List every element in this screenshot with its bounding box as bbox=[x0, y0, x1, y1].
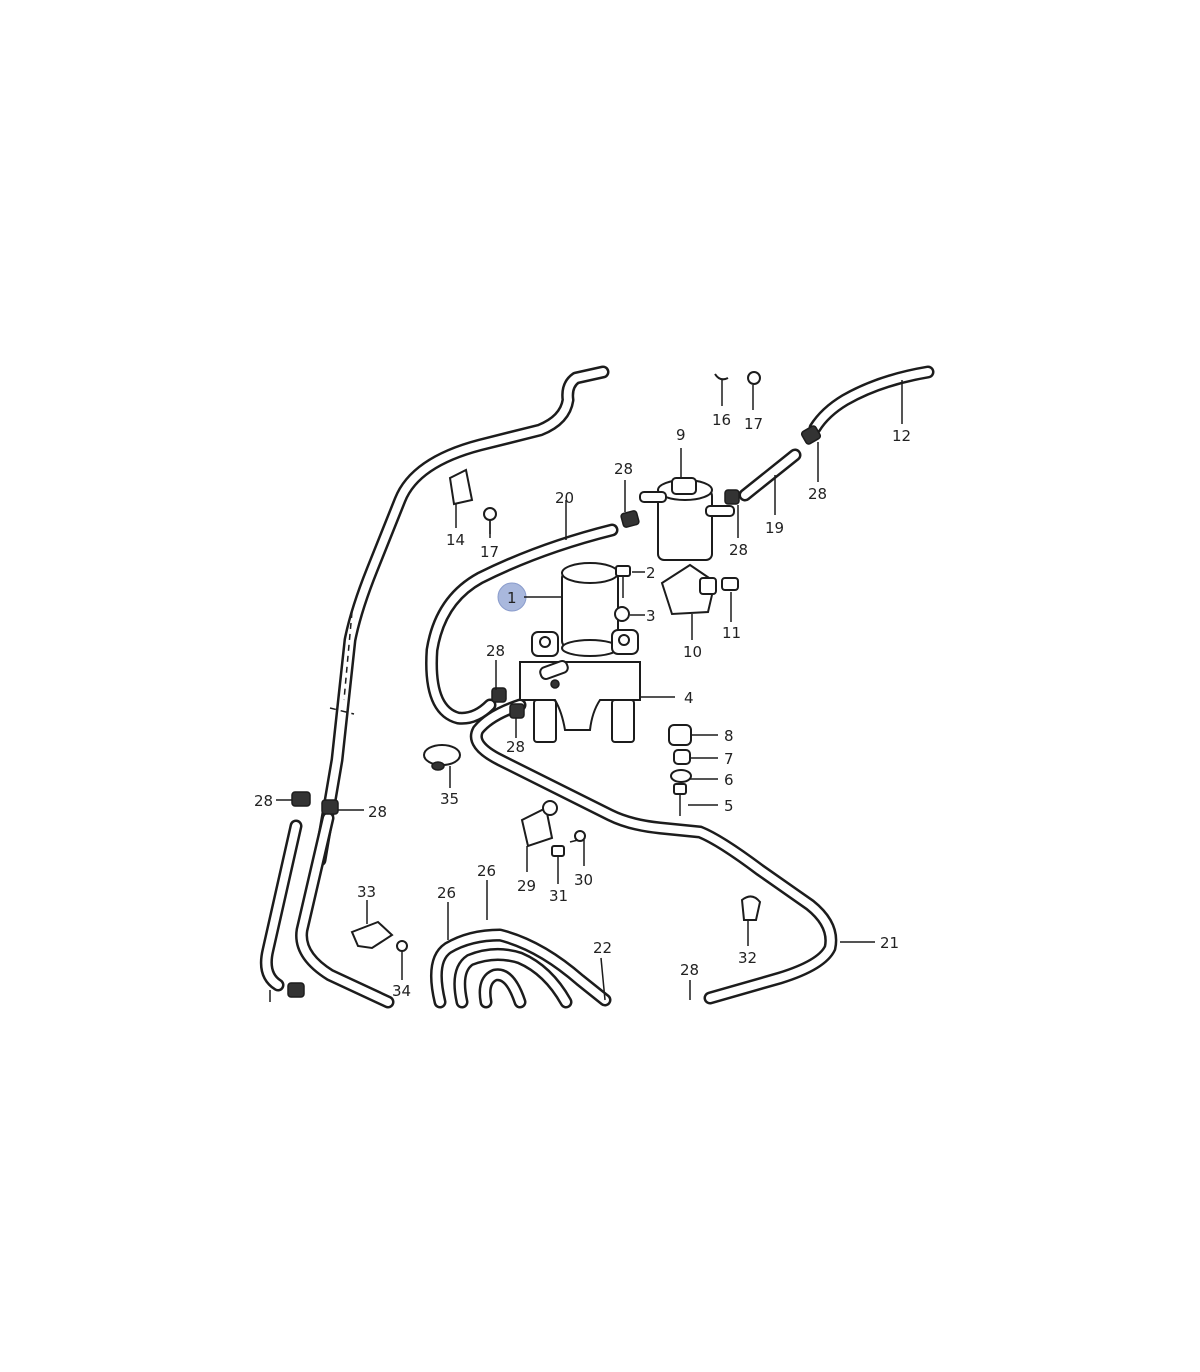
fuel-hoses bbox=[259, 365, 935, 1009]
callout-5: 5 bbox=[724, 797, 734, 815]
callout-16: 16 bbox=[712, 411, 731, 429]
callout-35: 35 bbox=[440, 790, 459, 808]
callout-21: 21 bbox=[880, 934, 899, 952]
callout-28h: 28 bbox=[680, 961, 699, 979]
callout-9: 9 bbox=[676, 426, 686, 444]
part-callouts: 1 2 3 4 8 7 6 5 9 10 11 12 14 16 17 17 1… bbox=[254, 411, 911, 1000]
fasteners bbox=[350, 371, 762, 966]
callout-26b: 26 bbox=[477, 862, 496, 880]
callout-14: 14 bbox=[446, 531, 465, 549]
callout-17a: 17 bbox=[744, 415, 763, 433]
callout-10: 10 bbox=[683, 643, 702, 661]
callout-33: 33 bbox=[357, 883, 376, 901]
callout-29: 29 bbox=[517, 877, 536, 895]
fuel-filter bbox=[639, 477, 735, 616]
callout-31: 31 bbox=[549, 887, 568, 905]
callout-30: 30 bbox=[574, 871, 593, 889]
callout-19: 19 bbox=[765, 519, 784, 537]
fuel-pump bbox=[519, 562, 641, 743]
callout-1: 1 bbox=[507, 589, 517, 607]
callout-28b: 28 bbox=[729, 541, 748, 559]
callout-4: 4 bbox=[684, 689, 694, 707]
callout-17b: 17 bbox=[480, 543, 499, 561]
hose-clamps bbox=[287, 425, 822, 998]
callout-28e: 28 bbox=[506, 738, 525, 756]
callout-2: 2 bbox=[646, 564, 656, 582]
callout-28c: 28 bbox=[808, 485, 827, 503]
callout-28d: 28 bbox=[486, 642, 505, 660]
callout-6: 6 bbox=[724, 771, 734, 789]
callout-28f: 28 bbox=[254, 792, 273, 810]
callout-26a: 26 bbox=[437, 884, 456, 902]
callout-22: 22 bbox=[593, 939, 612, 957]
callout-12: 12 bbox=[892, 427, 911, 445]
callout-20: 20 bbox=[555, 489, 574, 507]
callout-7: 7 bbox=[724, 750, 734, 768]
callout-28g: 28 bbox=[368, 803, 387, 821]
callout-32: 32 bbox=[738, 949, 757, 967]
callout-11: 11 bbox=[722, 624, 741, 642]
callout-3: 3 bbox=[646, 607, 656, 625]
callout-8: 8 bbox=[724, 727, 734, 745]
callout-28a: 28 bbox=[614, 460, 633, 478]
leader-lines bbox=[269, 380, 903, 1002]
callout-34: 34 bbox=[392, 982, 411, 1000]
